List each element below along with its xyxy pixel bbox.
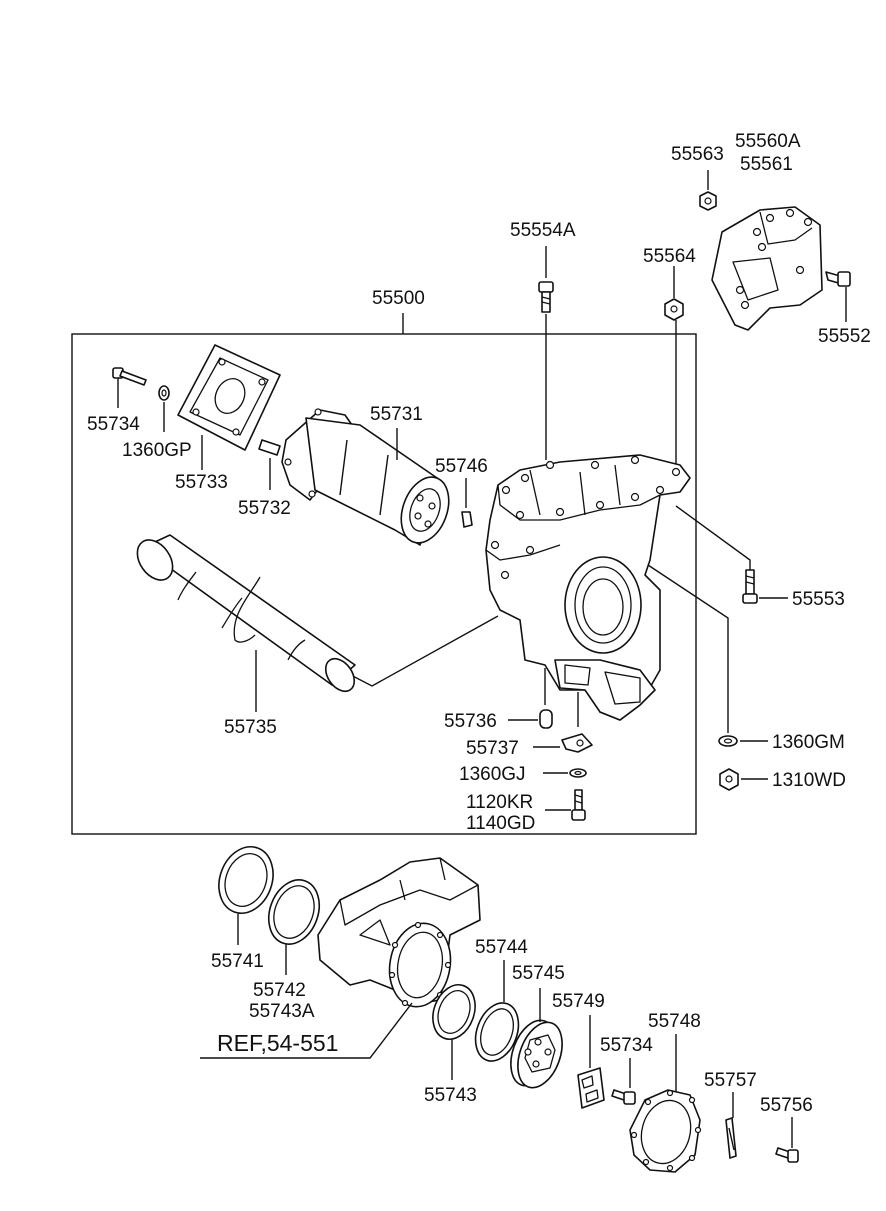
label-55734-upper: 55734 [87, 414, 140, 435]
flange-55745-part[interactable] [503, 1014, 571, 1094]
label-55564: 55564 [643, 246, 696, 267]
label-55552: 55552 [818, 326, 871, 347]
cover-plate-55733-part[interactable] [177, 344, 281, 451]
label-55736: 55736 [444, 711, 497, 732]
label-55743: 55743 [424, 1085, 477, 1106]
pin-55757-part[interactable] [725, 1117, 737, 1159]
label-55560a: 55560A [735, 131, 801, 152]
label-55735: 55735 [224, 717, 277, 738]
label-55561: 55561 [740, 154, 793, 175]
seal-ring-55744-part[interactable] [468, 997, 526, 1067]
bolt-55734-lower-part[interactable] [611, 1089, 636, 1105]
bolt-1120kr-part[interactable] [571, 789, 586, 821]
label-55757: 55757 [704, 1070, 757, 1091]
bolt-55734-upper-part[interactable] [112, 367, 147, 386]
label-55745: 55745 [512, 963, 565, 984]
bracket-55737-part[interactable] [561, 733, 593, 753]
label-55743a: 55743A [249, 1001, 315, 1022]
label-55734-lower: 55734 [600, 1035, 653, 1056]
bolt-55552-part[interactable] [825, 271, 851, 287]
mounting-bracket-part[interactable] [711, 206, 823, 331]
label-55742: 55742 [253, 980, 306, 1001]
label-1120kr: 1120KR [466, 792, 533, 813]
seal-ring-55741-part[interactable] [210, 839, 282, 921]
label-55746: 55746 [435, 456, 488, 477]
label-55744: 55744 [475, 937, 528, 958]
label-ref-54-551: REF,54-551 [217, 1030, 338, 1056]
bolt-55553-part[interactable] [742, 569, 758, 604]
nut-1310wd-part[interactable] [719, 768, 739, 791]
shaft-55735-part[interactable] [130, 533, 360, 696]
seal-ring-55742-part[interactable] [260, 873, 328, 951]
label-55553: 55553 [792, 589, 845, 610]
label-1360gp: 1360GP [122, 440, 192, 461]
label-55749: 55749 [552, 991, 605, 1012]
washer-1360gm-part[interactable] [718, 735, 738, 747]
assembly-boundary-box [71, 333, 697, 835]
nut-55564-part[interactable] [664, 298, 684, 321]
label-1360gm: 1360GM [772, 732, 845, 753]
label-55737: 55737 [466, 738, 519, 759]
pin-55736-part[interactable] [539, 709, 553, 729]
seal-ring-55743-part[interactable] [426, 979, 483, 1045]
label-55748: 55748 [648, 1011, 701, 1032]
pin-55732-part[interactable] [258, 439, 281, 456]
label-55563: 55563 [671, 144, 724, 165]
motor-55731-part[interactable] [281, 408, 457, 549]
bolt-55554a-part[interactable] [538, 281, 554, 313]
transfer-case-housing-part[interactable] [485, 454, 691, 721]
label-55732: 55732 [238, 498, 291, 519]
washer-1360gj-part[interactable] [569, 768, 587, 778]
cover-55748-part[interactable] [629, 1089, 702, 1173]
bolt-55756-part[interactable] [775, 1147, 799, 1163]
label-1140gd: 1140GD [466, 813, 535, 834]
label-55733: 55733 [175, 472, 228, 493]
label-55554a: 55554A [510, 220, 576, 241]
label-55756: 55756 [760, 1095, 813, 1116]
label-55500: 55500 [372, 288, 425, 309]
plate-55749-part[interactable] [577, 1067, 605, 1109]
pin-55746-part[interactable] [461, 511, 473, 528]
label-1310wd: 1310WD [772, 770, 846, 791]
label-55731: 55731 [370, 404, 423, 425]
reference-housing-part[interactable] [317, 857, 481, 1012]
nut-55563-part[interactable] [699, 191, 717, 211]
washer-1360gp-part[interactable] [158, 385, 170, 401]
label-1360gj: 1360GJ [459, 764, 526, 785]
label-55741: 55741 [211, 951, 264, 972]
